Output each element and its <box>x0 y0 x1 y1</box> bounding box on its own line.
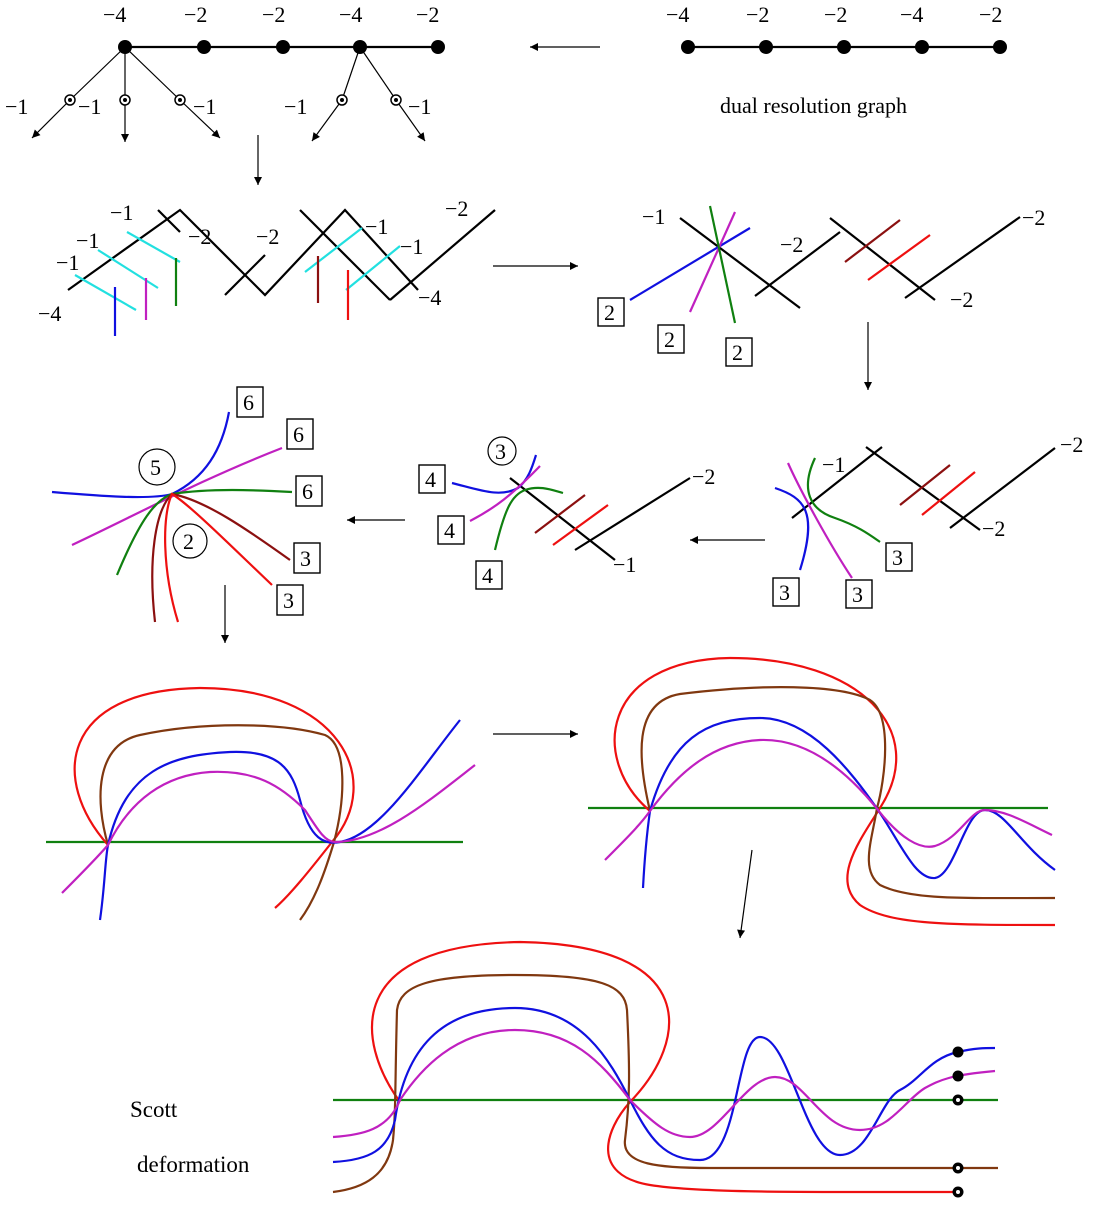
scott-deformation-curves <box>332 940 998 1198</box>
vertex-weight: −2 <box>746 2 769 27</box>
arrow-down <box>737 849 753 939</box>
blowdown-step-2: −1 −2 −2 3 3 3 <box>772 432 1083 609</box>
boxed-multiplicity: 4 <box>444 518 455 543</box>
curve-weight: −2 <box>1022 205 1045 230</box>
boxed-multiplicity: 2 <box>604 300 615 325</box>
curve-weight: −2 <box>188 224 211 249</box>
curve-weight: −1 <box>400 234 423 259</box>
vertex-weight: −2 <box>979 2 1002 27</box>
leaf-weight: −1 <box>284 94 307 119</box>
curve-weight: −2 <box>780 232 803 257</box>
boxed-multiplicity: 3 <box>283 588 294 613</box>
vertex-weight: −2 <box>416 2 439 27</box>
embedded-resolution-graph: −4 −2 −2 −4 −2 −1 −1 −1 −1 −1 <box>5 2 445 142</box>
curve-weight: −1 <box>76 228 99 253</box>
vertex-weight: −4 <box>339 2 362 27</box>
curve-weight: −1 <box>110 200 133 225</box>
vertex-weight: −2 <box>184 2 207 27</box>
graph-vertex <box>197 40 211 54</box>
boxed-multiplicity: 3 <box>852 582 863 607</box>
vertex-weight: −4 <box>900 2 923 27</box>
circled-number: 3 <box>495 439 506 464</box>
boxed-multiplicity: 6 <box>293 422 304 447</box>
curve-weight: −1 <box>642 204 665 229</box>
boxed-multiplicity: 3 <box>300 546 311 571</box>
leaf-vertex <box>64 94 402 106</box>
curve-weight: −1 <box>56 250 79 275</box>
dual-resolution-graph: −4 −2 −2 −4 −2 dual resolution graph <box>666 2 1007 118</box>
boxed-multiplicity: 3 <box>892 545 903 570</box>
vertex-weight: −2 <box>824 2 847 27</box>
resolution-configuration: −1 −1 −1 −2 −2 −1 −1 −2 −4 −4 <box>38 196 496 336</box>
boxed-multiplicity: 6 <box>302 479 313 504</box>
blowdown-step-3: 3 −2 −1 4 4 4 <box>418 436 715 590</box>
curve-weight: −2 <box>950 287 973 312</box>
leaf-weight: −1 <box>193 94 216 119</box>
scott-label-line1: Scott <box>130 1097 178 1122</box>
circled-number: 5 <box>150 455 161 480</box>
curve-weight: −4 <box>418 285 441 310</box>
graph-vertex <box>276 40 290 54</box>
graph-vertex <box>431 40 445 54</box>
curve-weight: −4 <box>38 301 61 326</box>
curve-weight: −2 <box>982 516 1005 541</box>
singular-curve-germs: 5 2 6 6 6 3 3 <box>51 386 323 623</box>
leaf-weight: −1 <box>5 94 28 119</box>
leaf-weight: −1 <box>408 94 431 119</box>
vertex-weight: −4 <box>103 2 126 27</box>
scott-label-line2: deformation <box>137 1152 250 1177</box>
boxed-multiplicity: 3 <box>779 580 790 605</box>
curve-weight: −1 <box>822 452 845 477</box>
leaf-weight: −1 <box>78 94 101 119</box>
boxed-multiplicity: 6 <box>243 390 254 415</box>
boxed-multiplicity: 4 <box>425 467 436 492</box>
real-curves-configuration-a <box>46 686 476 921</box>
circled-number: 2 <box>183 529 194 554</box>
boxed-multiplicity: 2 <box>664 327 675 352</box>
curve-weight: −2 <box>445 196 468 221</box>
curve-weight: −1 <box>365 214 388 239</box>
marked-point <box>952 1046 964 1198</box>
curve-weight: −2 <box>1060 432 1083 457</box>
dual-graph-caption: dual resolution graph <box>720 93 907 118</box>
real-curves-configuration-b <box>588 656 1056 927</box>
curve-weight: −2 <box>692 464 715 489</box>
boxed-multiplicity: 2 <box>732 340 743 365</box>
vertex-weight: −2 <box>262 2 285 27</box>
curve-weight: −1 <box>613 552 636 577</box>
curve-weight: −2 <box>256 224 279 249</box>
vertex-weight: −4 <box>666 2 689 27</box>
boxed-multiplicity: 4 <box>482 563 493 588</box>
blowdown-step-1: −1 −2 −2 −2 2 2 2 <box>597 204 1045 367</box>
